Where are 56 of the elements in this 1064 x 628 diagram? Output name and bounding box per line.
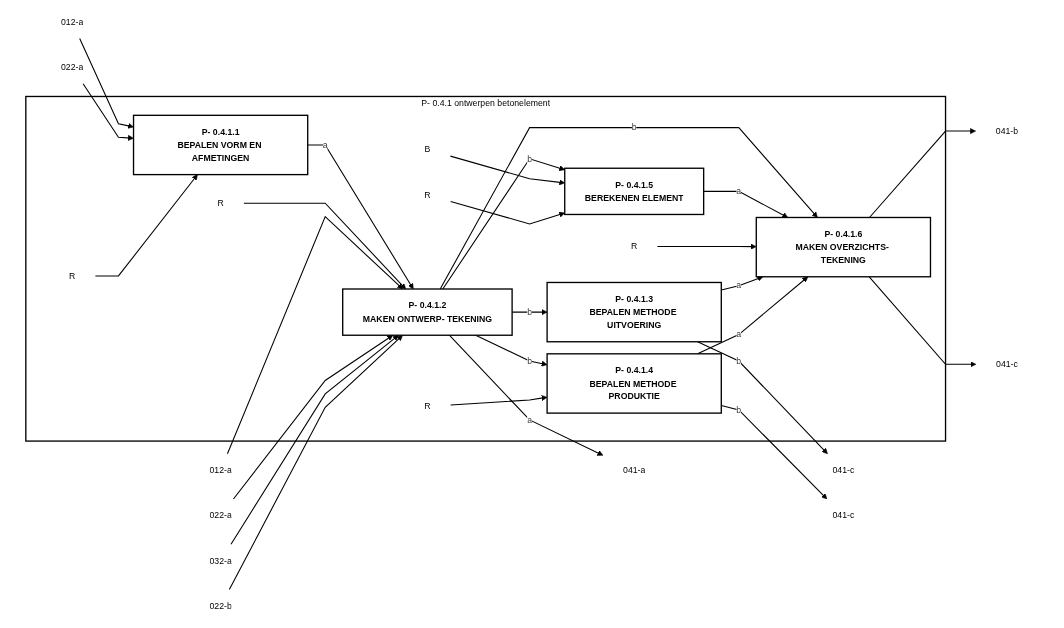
arrow: [94, 174, 198, 277]
arrow: [228, 334, 403, 590]
node-box: P- 0.4.1.1 BEPALEN VORM EN AFMETINGEN: [132, 114, 309, 176]
arrow: [475, 334, 548, 367]
node-box: P- 0.4.1.3 BEPALEN METHODE UITVOERING: [546, 281, 722, 343]
edge-label: b: [527, 306, 533, 317]
node-box: P- 0.4.1.5 BEREKENEN ELEMENT: [564, 167, 705, 216]
edge-label: b: [736, 355, 742, 366]
edge-label: b: [631, 122, 637, 133]
edge-label: a: [736, 186, 742, 197]
arrow: [243, 202, 406, 290]
node-text: R: [424, 189, 431, 200]
node-box: P- 0.4.1.4 BEPALEN METHODE PRODUKTIE: [546, 353, 722, 414]
arrow: [449, 155, 565, 186]
arrow: [82, 83, 134, 141]
arrow: [868, 276, 977, 368]
node-text: 012-a: [61, 16, 84, 27]
node-text: R: [424, 401, 431, 412]
edge-label: b: [527, 153, 533, 164]
arrow: [656, 243, 757, 250]
edge-label: b: [736, 404, 742, 415]
node-text: 022-a: [61, 61, 84, 73]
node-text: B: [424, 144, 431, 155]
edge-label: a: [736, 329, 742, 340]
arrow: [232, 334, 394, 500]
node-text: 041-c: [832, 465, 855, 476]
edge-label: a: [322, 139, 328, 150]
node-box: P- 0.4.1.6 MAKEN OVERZICHTS- TEKENING: [755, 216, 932, 278]
node-text: 041-b: [995, 125, 1019, 136]
edge-label: b: [527, 355, 533, 366]
node-text: 041-c: [832, 510, 855, 521]
edge-label: a: [736, 280, 742, 291]
node-text: 032-a: [209, 555, 232, 566]
arrow: [307, 144, 414, 290]
arrow: [448, 334, 604, 456]
arrow: [703, 190, 789, 218]
node-text: 041-c: [996, 359, 1018, 370]
node-text: R: [631, 241, 638, 252]
node-text: 022-a: [209, 510, 232, 521]
arrow: [697, 276, 809, 355]
arrow: [439, 127, 818, 290]
node-text: 022-b: [209, 600, 232, 611]
node-text: R: [69, 270, 76, 281]
arrow: [226, 215, 403, 455]
arrow: [79, 38, 134, 129]
arrow: [868, 128, 976, 218]
node-text: R: [217, 198, 224, 209]
arrow: [450, 200, 565, 225]
arrow: [697, 341, 828, 455]
node-box: P- 0.4.1.2 MAKEN ONTWERP- TEKENING: [342, 288, 513, 336]
node-text: 041-a: [623, 465, 646, 476]
arrow: [442, 158, 565, 290]
node-text: 012-a: [209, 465, 232, 476]
arrow: [450, 395, 548, 406]
edge-label: a: [527, 414, 533, 425]
arrow: [230, 334, 399, 545]
